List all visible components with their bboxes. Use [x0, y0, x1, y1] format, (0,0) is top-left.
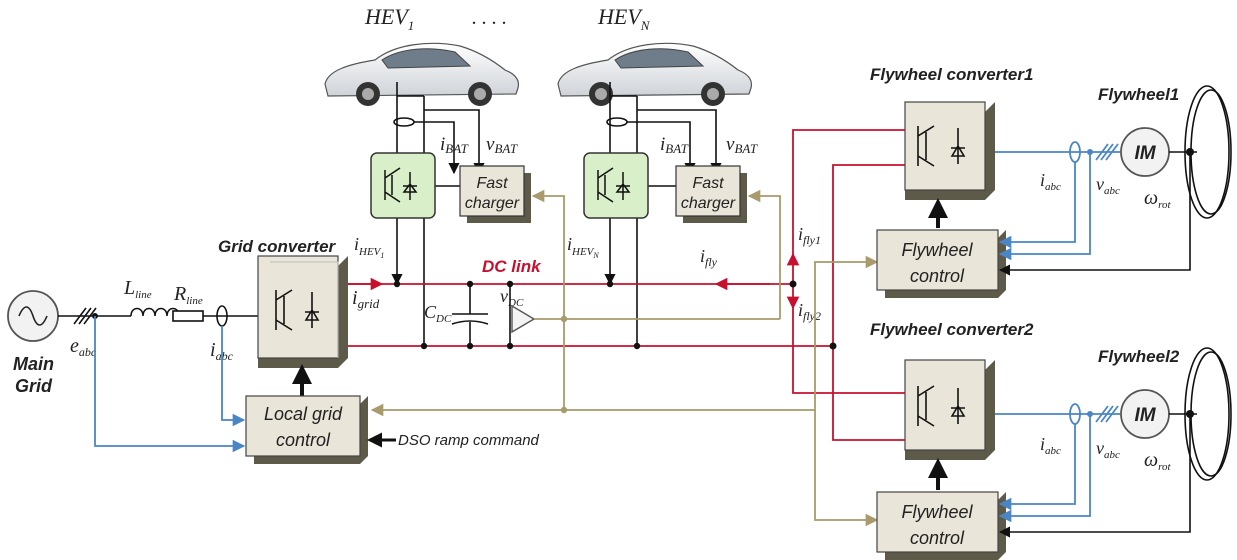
hevn-converter — [583, 152, 649, 219]
dso-ramp-label: DSO ramp command — [398, 432, 540, 449]
svg-text:IM: IM — [1134, 405, 1156, 426]
hevn-label: HEVN — [597, 4, 651, 33]
flywheel-converter2-block — [904, 359, 995, 460]
fly2-wheel-icon — [998, 347, 1232, 538]
flywheel-control2-block: Flywheel control — [876, 491, 1006, 560]
hevn-car-icon — [557, 42, 753, 106]
e-abc-label: eabc — [70, 335, 97, 359]
i-abc-fly1-label: iabc — [1040, 170, 1061, 193]
main-grid-label-line1: Main — [13, 354, 54, 374]
main-grid-label-line2: Grid — [15, 376, 53, 396]
flywheel-converter1-block — [904, 101, 995, 200]
v-abc-fly1-label: vabc — [1096, 174, 1120, 197]
l-line-label: Lline — [123, 277, 152, 301]
v-bat-1-label: vBAT — [486, 134, 518, 156]
fly2-ac-side — [995, 403, 1120, 523]
fly1-ac-side — [995, 141, 1120, 261]
svg-text:control: control — [276, 430, 331, 450]
v-abc-fly2-label: vabc — [1096, 438, 1120, 461]
v-dc-label: vDC — [500, 286, 524, 309]
i-bat-n-label: iBAT — [660, 134, 689, 156]
dc-link-label: DC link — [482, 257, 542, 276]
fast-charger-2: Fast charger — [675, 165, 747, 223]
i-abc-fly2-label: iabc — [1040, 434, 1061, 457]
svg-text:charger: charger — [681, 195, 736, 212]
flywheel-converter1-title: Flywheel converter1 — [870, 65, 1033, 84]
hev1-car-icon — [324, 42, 520, 106]
c-dc-label: CDC — [424, 302, 452, 325]
svg-text:control: control — [910, 528, 965, 548]
fly2-motor-icon: IM — [1120, 389, 1170, 439]
i-hev1-label: iHEV1 — [354, 234, 384, 260]
fast-charger-1: Fast charger — [459, 165, 531, 223]
svg-text:Local grid: Local grid — [264, 404, 343, 424]
svg-text:Fast: Fast — [476, 175, 508, 192]
hevn-wiring — [604, 82, 722, 348]
flywheel-converter2-title: Flywheel converter2 — [870, 320, 1034, 339]
flywheel1-title: Flywheel1 — [1098, 85, 1179, 104]
svg-text:charger: charger — [465, 195, 520, 212]
grid-converter-title: Grid converter — [218, 237, 337, 256]
svg-text:IM: IM — [1134, 143, 1156, 164]
v-bat-n-label: vBAT — [726, 134, 758, 156]
vdc-sensor — [511, 304, 536, 334]
svg-text:Flywheel: Flywheel — [901, 240, 973, 260]
omega-rot-1-label: ωrot — [1144, 187, 1171, 211]
ac-line — [58, 305, 258, 327]
dc-link-bus — [348, 129, 905, 441]
main-grid-source-icon — [7, 290, 59, 342]
svg-text:control: control — [910, 266, 965, 286]
hev-dots-label: . . . . — [472, 7, 507, 29]
i-fly1-label: ifly1 — [798, 224, 821, 247]
i-abc-grid-label: iabc — [210, 339, 234, 363]
fly1-motor-icon: IM — [1120, 127, 1170, 177]
grid-feedback-signals — [94, 316, 246, 453]
i-grid-label: igrid — [352, 287, 380, 311]
r-line-label: Rline — [173, 283, 203, 307]
i-fly2-label: ifly2 — [798, 300, 821, 323]
hev1-label: HEV1 — [364, 4, 414, 33]
svg-text:Fast: Fast — [692, 175, 724, 192]
omega-rot-2-label: ωrot — [1144, 449, 1171, 473]
dc-bus-black-taps — [451, 284, 511, 346]
i-fly-label: ifly — [700, 246, 718, 269]
flywheel-control1-block: Flywheel control — [876, 229, 1006, 298]
i-hevn-label: iHEVN — [567, 234, 599, 260]
control-olive-signals — [370, 189, 879, 527]
grid-converter-block — [257, 255, 348, 368]
hev1-wiring — [391, 82, 485, 348]
i-bat-1-label: iBAT — [440, 134, 469, 156]
svg-text:Flywheel: Flywheel — [901, 502, 973, 522]
flywheel2-title: Flywheel2 — [1098, 347, 1180, 366]
local-grid-control-block: Local grid control — [245, 395, 368, 464]
hev1-converter — [370, 152, 436, 219]
